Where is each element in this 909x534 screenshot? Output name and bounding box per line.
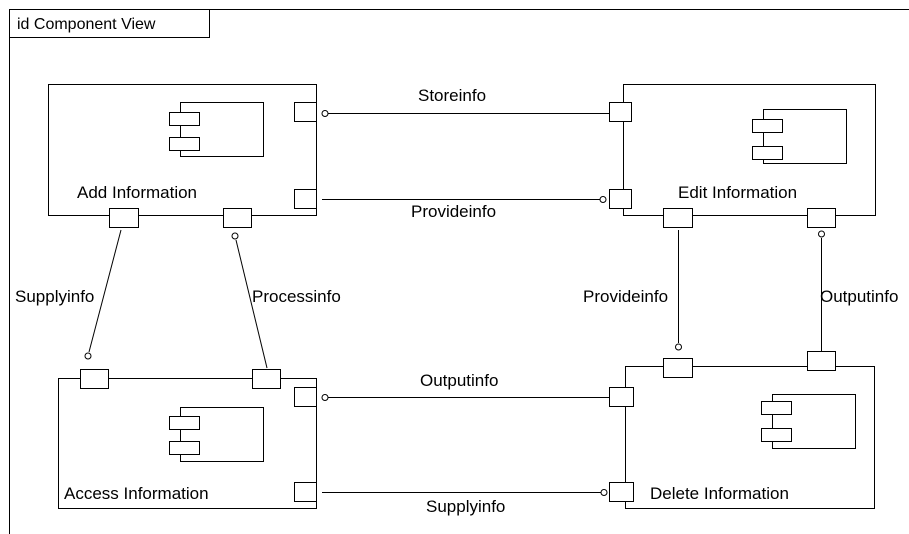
required-interface-socket (84, 352, 92, 360)
required-interface-socket (321, 394, 329, 401)
connector-outputinfo-bottom[interactable]: Outputinfo (321, 371, 609, 401)
component-label: Edit Information (678, 183, 797, 202)
port-access-supplyinfo-bottom[interactable] (294, 482, 317, 502)
connector-provideinfo-top[interactable]: Provideinfo (322, 196, 607, 222)
port-add-provideinfo[interactable] (294, 189, 317, 209)
port-edit-provideinfo[interactable] (609, 189, 632, 209)
port-delete-outputinfo[interactable] (609, 387, 634, 407)
component-add-information[interactable]: Add Information (48, 84, 317, 216)
required-interface-socket (231, 232, 239, 240)
connector-label: Supplyinfo (15, 287, 94, 306)
port-edit-storeinfo[interactable] (609, 102, 632, 122)
port-access-supplyinfo[interactable] (80, 369, 109, 389)
connector-supplyinfo-left[interactable]: Supplyinfo (15, 229, 122, 360)
port-add-storeinfo[interactable] (294, 102, 317, 122)
component-label: Access Information (64, 484, 209, 503)
frame-title: id Component View (17, 16, 156, 33)
component-label: Delete Information (650, 484, 789, 503)
component-icon (169, 102, 264, 157)
port-add-supplyinfo[interactable] (109, 208, 139, 228)
port-access-processinfo[interactable] (252, 369, 281, 389)
connector-label: Storeinfo (418, 86, 486, 105)
component-label: Add Information (77, 183, 197, 202)
port-delete-provideinfo[interactable] (663, 358, 693, 378)
connector-label: Supplyinfo (426, 497, 505, 516)
required-interface-socket (600, 489, 608, 496)
required-interface-socket (321, 110, 329, 117)
connector-label: Outputinfo (420, 371, 498, 390)
component-delete-information[interactable]: Delete Information (625, 366, 875, 509)
connector-label: Provideinfo (583, 287, 668, 306)
component-edit-information[interactable]: Edit Information (623, 84, 876, 216)
connector-supplyinfo-bottom[interactable]: Supplyinfo (322, 489, 608, 517)
diagram-frame: id Component View (9, 9, 909, 534)
port-edit-outputinfo[interactable] (807, 208, 836, 228)
ports (80, 102, 836, 502)
required-interface-socket (675, 343, 682, 351)
required-interface-socket (818, 230, 825, 238)
component-icon (169, 407, 264, 462)
required-interface-socket (599, 196, 607, 203)
connector-processinfo[interactable]: Processinfo (231, 232, 341, 369)
component-icon (761, 394, 856, 449)
port-delete-supplyinfo[interactable] (609, 482, 634, 502)
component-icon (752, 109, 847, 164)
connector-storeinfo[interactable]: Storeinfo (321, 86, 609, 117)
port-delete-outputinfo-up[interactable] (807, 351, 836, 371)
connector-outputinfo-right[interactable]: Outputinfo (818, 230, 899, 352)
component-access-information[interactable]: Access Information (58, 378, 317, 509)
port-access-outputinfo[interactable] (294, 387, 317, 407)
connector-label: Provideinfo (411, 202, 496, 221)
connector-provideinfo-right[interactable]: Provideinfo (583, 230, 682, 351)
port-add-processinfo[interactable] (223, 208, 252, 228)
port-edit-provideinfo-down[interactable] (663, 208, 693, 228)
connector-label: Processinfo (252, 287, 341, 306)
connector-label: Outputinfo (820, 287, 898, 306)
